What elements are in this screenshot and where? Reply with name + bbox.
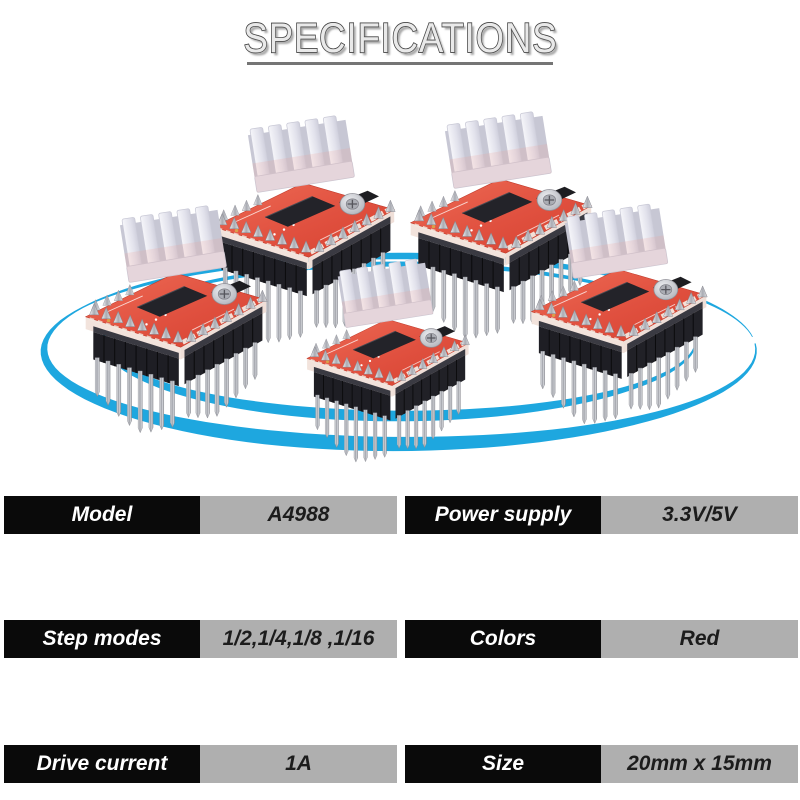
spec-row-size: Size 20mm x 15mm (405, 745, 798, 783)
spec-value: 1A (200, 745, 397, 783)
spec-value: 20mm x 15mm (601, 745, 798, 783)
spec-label: Model (4, 496, 200, 534)
spec-label: Step modes (4, 620, 200, 658)
spec-label: Drive current (4, 745, 200, 783)
page-title: SPECIFICATIONS (242, 14, 558, 61)
title-underline (247, 62, 553, 65)
spec-row-power-supply: Power supply 3.3V/5V (405, 496, 798, 534)
driver-modules (86, 110, 708, 462)
spec-label: Power supply (405, 496, 601, 534)
spec-row-model: Model A4988 (4, 496, 397, 534)
spec-label: Colors (405, 620, 601, 658)
spec-value: Red (601, 620, 798, 658)
spec-value: 1/2,1/4,1/8 ,1/16 (200, 620, 397, 658)
spec-row-drive-current: Drive current 1A (4, 745, 397, 783)
spec-label: Size (405, 745, 601, 783)
header: SPECIFICATIONS (0, 14, 800, 61)
spec-value: A4988 (200, 496, 397, 534)
spec-row-colors: Colors Red (405, 620, 798, 658)
spec-row-step-modes: Step modes 1/2,1/4,1/8 ,1/16 (4, 620, 397, 658)
spec-value: 3.3V/5V (601, 496, 798, 534)
